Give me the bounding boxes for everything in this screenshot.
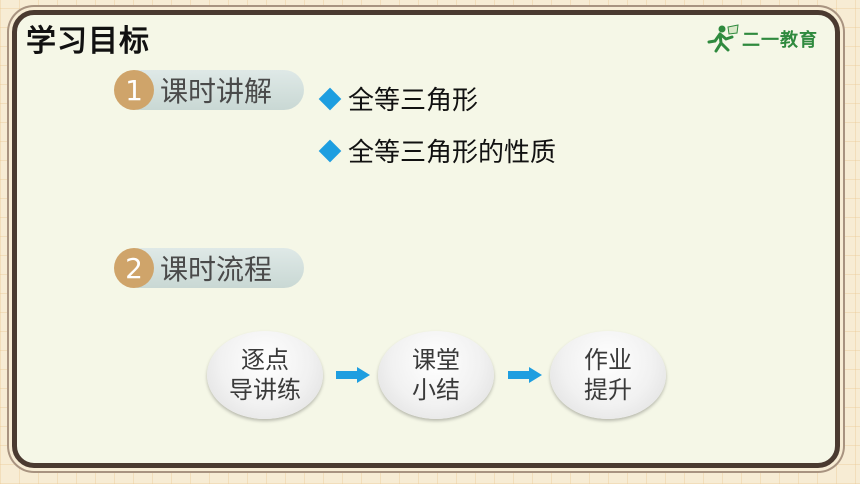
bullet-item-2: 全等三角形的性质	[318, 132, 557, 169]
bullet-item-1: 全等三角形	[318, 80, 479, 117]
section-label-2: 课时流程	[160, 253, 273, 286]
step-1-line-2: 导讲练	[229, 376, 301, 404]
step-bubble-3: 作业 提升	[550, 331, 666, 419]
bullet-text-1: 全等三角形	[348, 86, 479, 116]
arrow-right-icon	[508, 367, 542, 383]
step-2-line-2: 小结	[412, 376, 460, 404]
bullet-text-2: 全等三角形的性质	[348, 138, 557, 168]
step-3-line-1: 作业	[584, 346, 632, 374]
section-pill-2: 2 课时流程	[114, 248, 304, 288]
step-3-line-2: 提升	[584, 376, 632, 404]
step-1-line-1: 逐点	[241, 346, 289, 374]
section-number-1: 1	[114, 70, 154, 110]
logo-text: 二一教育	[742, 30, 818, 51]
step-2-line-1: 课堂	[412, 346, 460, 374]
runner-logo-icon	[707, 24, 739, 53]
section-label-1: 课时讲解	[160, 75, 273, 108]
step-bubble-1: 逐点 导讲练	[207, 331, 323, 419]
logo: 二一教育	[706, 24, 818, 54]
diamond-bullet-icon	[318, 139, 342, 162]
section-pill-1: 1 课时讲解	[114, 70, 304, 110]
diamond-bullet-icon	[318, 87, 342, 110]
step-bubble-2: 课堂 小结	[378, 331, 494, 419]
page-title: 学习目标	[26, 24, 150, 59]
arrow-right-icon	[336, 367, 370, 383]
section-number-2: 2	[114, 248, 154, 288]
